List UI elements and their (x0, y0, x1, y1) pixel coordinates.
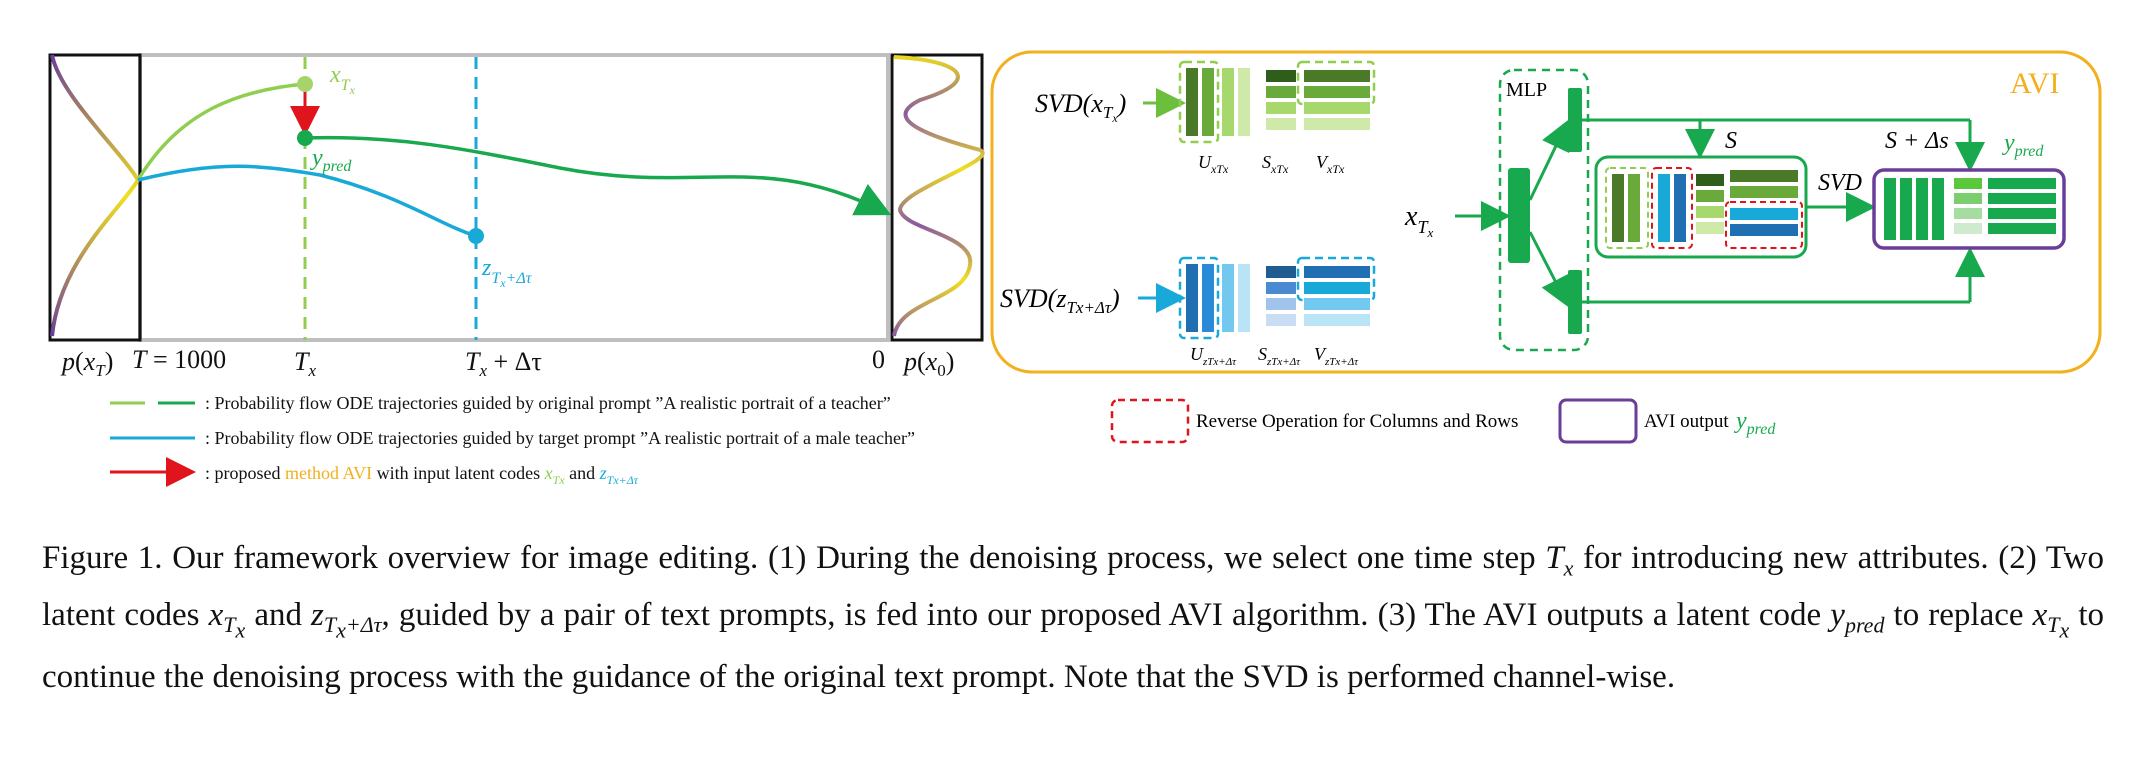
avi-legend: Reverse Operation for Columns and Rows A… (1110, 398, 1776, 444)
caption-part-2: for introducing new attributes. (2) Two … (42, 540, 2104, 633)
zero-label: 0 (872, 345, 885, 374)
data-density-curve (892, 55, 985, 337)
p-xT-label: p(xT) (60, 347, 113, 380)
caption-part-1: Figure 1. Our framework overview for ima… (42, 540, 1546, 576)
u-z-label: UzTx+Δτ (1190, 344, 1237, 368)
xtx-point (297, 76, 313, 92)
prior-density-curve (50, 54, 141, 337)
v-x-label: VxTx (1316, 152, 1345, 176)
avi-output-box (1872, 168, 2066, 250)
s-z-label: SzTx+Δτ (1258, 344, 1301, 368)
framework-figure: xTx ypred zTx+Δτ p(xT) T = 1000 Tx Tx + … (48, 50, 2102, 487)
figure-caption: Figure 1. Our framework overview for ima… (42, 540, 2104, 695)
xtx-label: xTx (329, 62, 356, 97)
s-ds-label: S + Δs (1885, 128, 1949, 154)
p-x0-label: p(x0) (902, 347, 954, 380)
edited-trajectory (304, 135, 892, 216)
z-point (468, 228, 484, 244)
legend-avi-text: : proposed method AVI with input latent … (205, 463, 639, 487)
v-z-label: VzTx+Δτ (1314, 344, 1359, 368)
avi-panel: AVI SVD(xTx) UxTx SxTx VxTx SVD(zTx+Δτ) (990, 50, 2102, 374)
mlp-label: MLP (1506, 79, 1547, 101)
s-label: S (1725, 128, 1737, 154)
ypred-label: ypred (310, 145, 352, 175)
z-label: zTx+Δτ (481, 255, 533, 290)
caption-part-4: , guided by a pair of text prompts, is f… (381, 596, 1831, 633)
prior-distribution-box (48, 53, 142, 342)
original-trajectory (136, 82, 306, 181)
legend-reverse-text: Reverse Operation for Columns and Rows (1196, 411, 1518, 432)
ypred-point (297, 130, 313, 146)
caption-part-6: to continue the denoising process with t… (42, 596, 2104, 695)
u-x-label: UxTx (1198, 152, 1229, 176)
T1000-label: T = 1000 (132, 345, 226, 374)
trajectory-legend: : Probability flow ODE trajectories guid… (110, 393, 915, 487)
s-x-label: SxTx (1262, 152, 1289, 176)
svd-label: SVD (1818, 170, 1862, 196)
avi-title: AVI (2010, 67, 2059, 100)
tx-dt-axis-label: Tx + Δτ (465, 347, 542, 380)
svd-z-label: SVD(zTx+Δτ) (1000, 284, 1120, 317)
legend-ypred: ypred (1734, 408, 1776, 438)
legend-output-text: AVI output (1644, 411, 1729, 432)
caption-part-3: and (245, 596, 312, 633)
mlp-input-label: xTx (1404, 201, 1433, 240)
legend-original-text: : Probability flow ODE trajectories guid… (205, 393, 891, 413)
ypred-output-label: ypred (2002, 130, 2044, 160)
legend-target-text: : Probability flow ODE trajectories guid… (205, 428, 915, 448)
svd-x-label: SVD(xTx) (1035, 89, 1126, 125)
tx-axis-label: Tx (294, 347, 316, 380)
trajectory-panel: xTx ypred zTx+Δτ p(xT) T = 1000 Tx Tx + … (48, 53, 985, 487)
target-trajectory (137, 164, 477, 238)
data-distribution-box (890, 53, 984, 342)
caption-part-5: to replace (1884, 596, 2033, 633)
